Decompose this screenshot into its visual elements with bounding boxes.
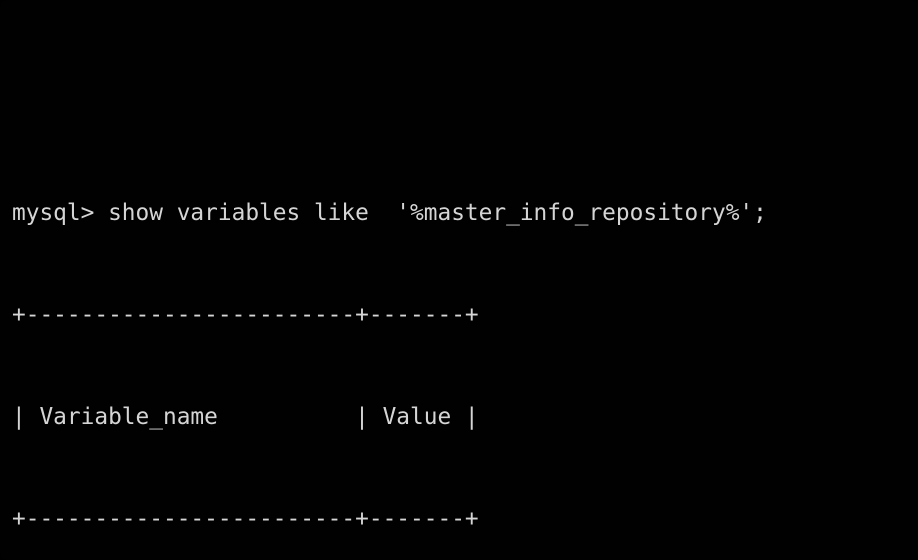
table-border-mid: +------------------------+-------+ [12,506,479,532]
mysql-query-block-master-info: mysql> show variables like '%master_info… [12,128,910,560]
table-header-row: | Variable_name | Value | [12,404,479,430]
command-line: mysql> show variables like '%master_info… [12,200,767,226]
table-border-top: +------------------------+-------+ [12,302,479,328]
